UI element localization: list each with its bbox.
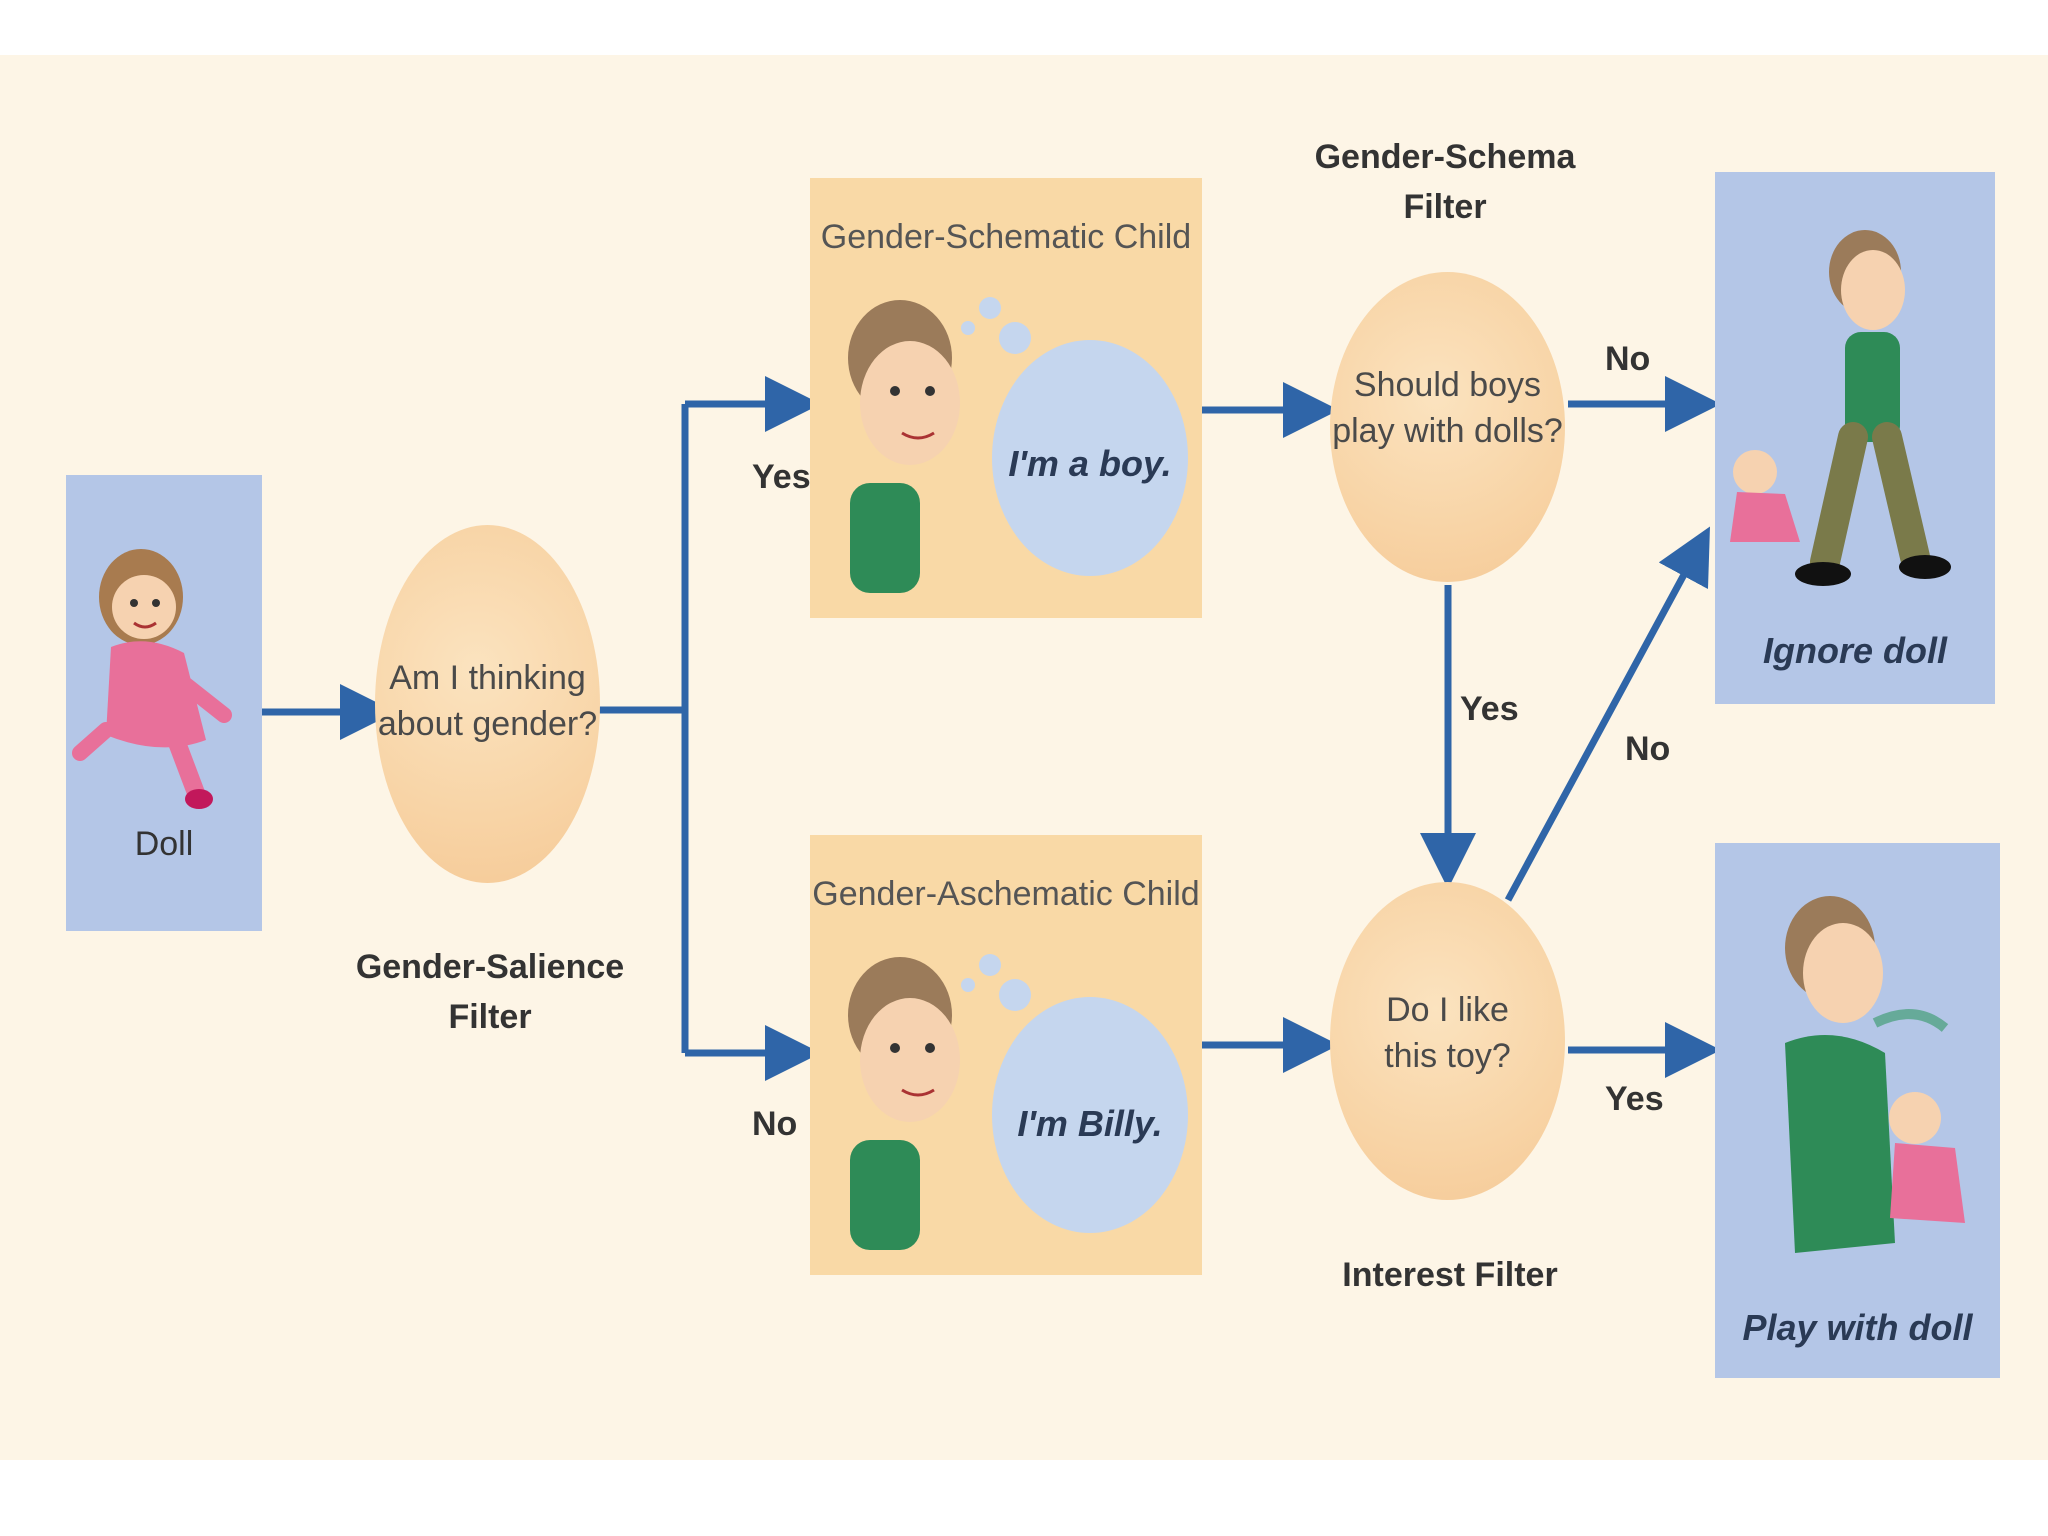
salience-question-line2: about gender? [377, 705, 598, 743]
boy-thinking-illustration [848, 297, 1188, 593]
salience-question-line1: Am I thinking [389, 659, 586, 697]
doll-illustration [72, 549, 232, 809]
schema-filter-caption: Gender-Schema Filter [1290, 132, 1600, 232]
boy-walking-away-illustration [1730, 230, 1951, 586]
interest-question-line2: this toy? [1384, 1037, 1511, 1075]
play-doll-label: Play with doll [1742, 1307, 1973, 1348]
aschematic-thought: I'm Billy. [1017, 1103, 1163, 1144]
no-branch-label: No [752, 1105, 798, 1143]
schema-question-line1: Should boys [1353, 366, 1542, 404]
schematic-thought: I'm a boy. [1008, 443, 1172, 484]
schema-filter-circle: Should boys play with dolls? [1330, 272, 1565, 582]
salience-caption-line1: Gender-Salience [355, 948, 625, 986]
ignore-doll-label: Ignore doll [1763, 630, 1947, 671]
interest-no-label: No [1625, 730, 1671, 768]
boy-thinking-illustration [848, 954, 1188, 1250]
schema-caption-line1: Gender-Schema [1314, 138, 1576, 176]
schematic-child-panel: Gender-Schematic Child I'm a boy. [810, 178, 1202, 618]
schema-no-label: No [1605, 340, 1651, 378]
schema-yes-label: Yes [1460, 690, 1519, 728]
aschematic-child-panel: Gender-Aschematic Child I'm Billy. [810, 835, 1202, 1275]
salience-caption: Gender-Salience Filter [340, 942, 640, 1042]
aschematic-title: Gender-Aschematic Child [812, 875, 1200, 913]
salience-filter-circle: Am I thinking about gender? [375, 525, 600, 883]
doll-panel: Doll [66, 475, 262, 931]
boy-playing-doll-illustration [1785, 896, 1965, 1253]
schematic-title: Gender-Schematic Child [820, 218, 1192, 256]
play-doll-panel: Play with doll [1715, 843, 2000, 1378]
interest-filter-circle: Do I like this toy? [1330, 882, 1565, 1200]
schema-question-line2: play with dolls? [1332, 412, 1563, 450]
yes-branch-label: Yes [752, 458, 811, 496]
interest-yes-label: Yes [1605, 1080, 1664, 1118]
interest-question-line1: Do I like [1386, 991, 1509, 1029]
arrow-interest-no-to-ignore [1504, 526, 1710, 902]
ignore-doll-panel: Ignore doll [1715, 172, 1995, 704]
doll-label: Doll [134, 825, 194, 863]
interest-filter-caption: Interest Filter [1342, 1256, 1558, 1294]
schema-caption-line2: Filter [1403, 188, 1487, 226]
salience-caption-line2: Filter [448, 998, 532, 1036]
